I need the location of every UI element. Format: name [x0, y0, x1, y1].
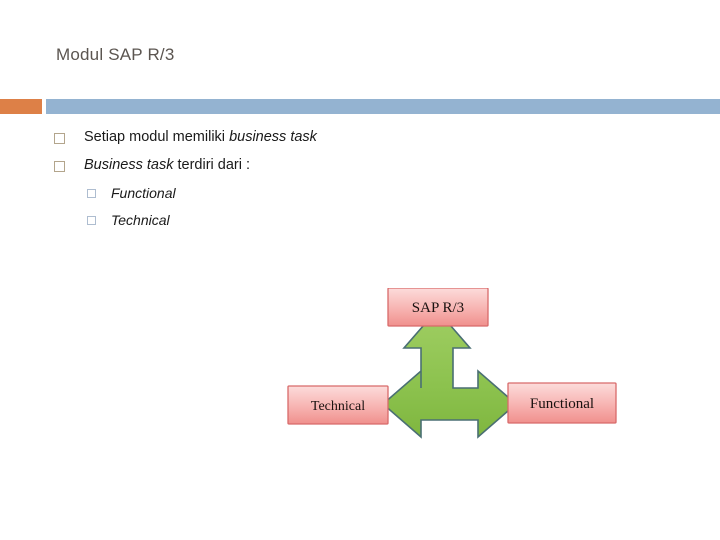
- square-bullet-icon: [54, 161, 65, 172]
- square-bullet-icon: [87, 189, 96, 198]
- list-item: Technical: [54, 211, 514, 238]
- list-item: Functional: [54, 184, 514, 211]
- diagram-box-technical-label: Technical: [311, 399, 365, 414]
- bullet-list: Setiap modul memiliki business task Busi…: [54, 128, 514, 238]
- square-bullet-icon: [54, 133, 65, 144]
- three-way-arrow-icon: [381, 308, 518, 439]
- divider-bar: [46, 99, 720, 114]
- list-item-label: Business task terdiri dari :: [84, 157, 251, 173]
- list-item-label: Setiap modul memiliki business task: [84, 129, 317, 145]
- three-way-arrow-diagram: SAP R/3 Technical Functional: [280, 288, 620, 463]
- list-item-label: Technical: [111, 212, 170, 228]
- list-item: Business task terdiri dari :: [54, 156, 514, 184]
- square-bullet-icon: [87, 216, 96, 225]
- list-item: Setiap modul memiliki business task: [54, 128, 514, 156]
- diagram-box-sap[interactable]: SAP R/3: [387, 288, 489, 327]
- page-title: Modul SAP R/3: [56, 45, 175, 64]
- list-item-label: Functional: [111, 185, 176, 201]
- divider-accent-block: [0, 99, 42, 114]
- diagram-box-sap-label: SAP R/3: [412, 300, 464, 316]
- diagram-box-technical[interactable]: Technical: [287, 385, 389, 425]
- diagram-box-functional[interactable]: Functional: [507, 382, 617, 424]
- diagram-box-functional-label: Functional: [530, 396, 594, 412]
